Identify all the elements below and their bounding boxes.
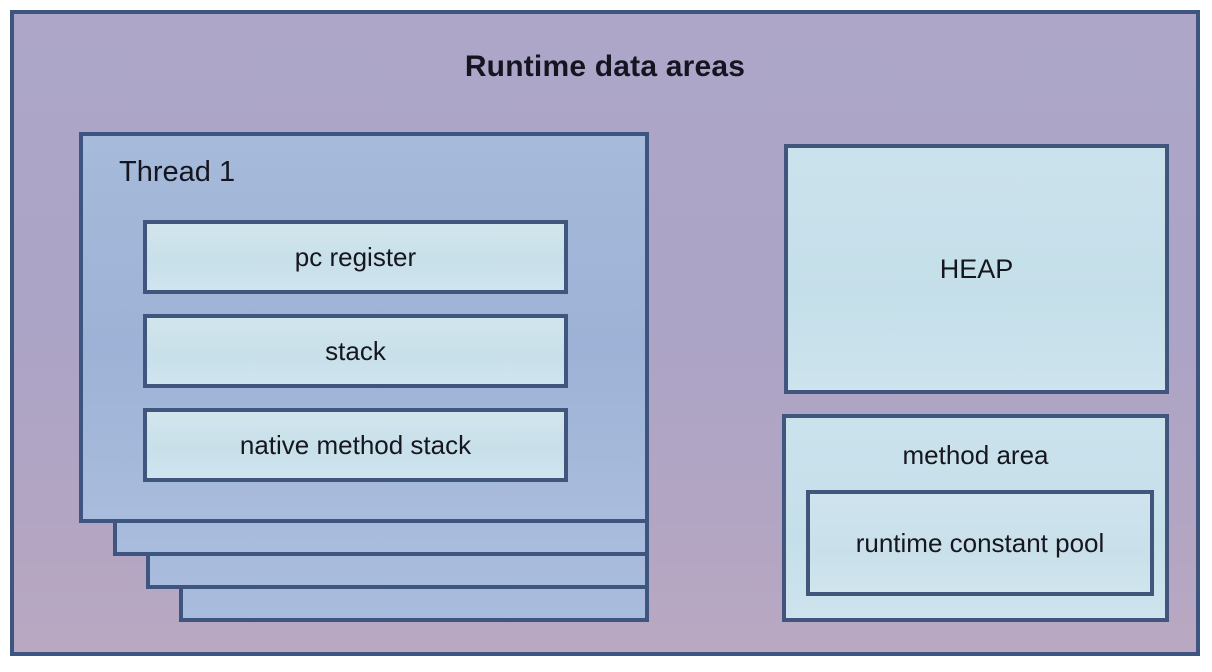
heap-box: HEAP [784, 144, 1169, 394]
runtime-data-areas-frame: Runtime data areas Thread 1 pc register … [10, 10, 1200, 656]
native-method-stack-box: native method stack [143, 408, 568, 482]
pc-register-box: pc register [143, 220, 568, 294]
page-title: Runtime data areas [464, 50, 746, 83]
thread-card-stack: Thread 1 pc register stack native method… [79, 132, 769, 622]
thread-label: Thread 1 [119, 156, 236, 188]
method-area-label: method area [902, 440, 1049, 470]
thread-card-front: Thread 1 pc register stack native method… [79, 132, 649, 523]
runtime-constant-pool-box: runtime constant pool [806, 490, 1154, 596]
stack-box: stack [143, 314, 568, 388]
method-area-box: method area runtime constant pool [782, 414, 1169, 622]
